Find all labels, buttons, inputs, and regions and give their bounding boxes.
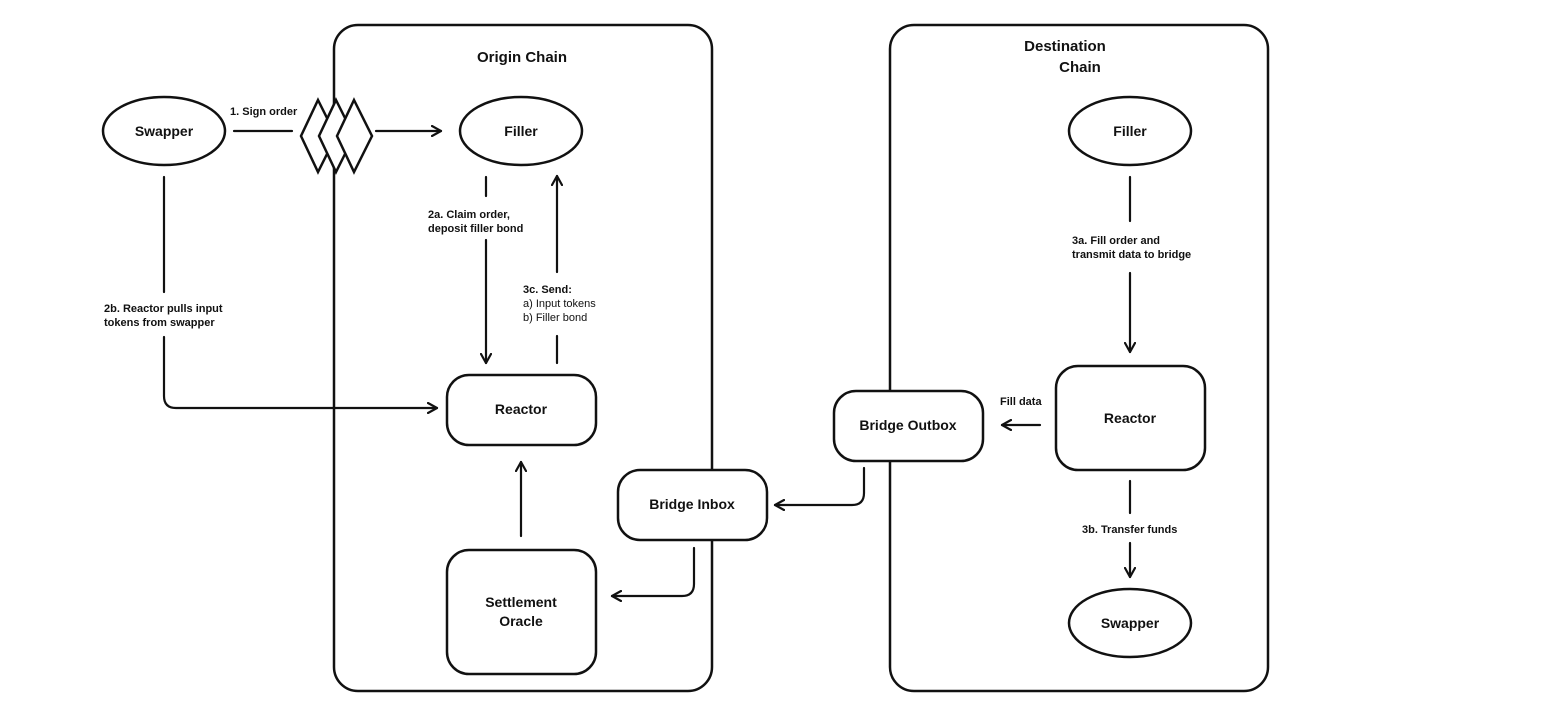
- edge-label-send-line2: b) Filler bond: [523, 312, 587, 324]
- origin-chain-title: Origin Chain: [477, 49, 567, 66]
- node-reactor-origin: Reactor: [445, 373, 598, 447]
- node-settlement-oracle: Settlement Oracle: [445, 548, 598, 676]
- edge-label-sign-order: 1. Sign order: [230, 106, 298, 118]
- node-reactor-origin-label: Reactor: [495, 401, 548, 417]
- edge-label-send-title: 3c. Send:: [523, 284, 572, 296]
- edge-label-reactor-pulls-line2: tokens from swapper: [104, 317, 215, 329]
- edge-inbox-to-oracle: [610, 546, 696, 596]
- edge-label-fill-data: Fill data: [1000, 396, 1042, 408]
- node-filler-origin-label: Filler: [504, 123, 538, 139]
- node-settlement-oracle-label-line2: Oracle: [499, 613, 543, 629]
- node-bridge-outbox: Bridge Outbox: [832, 389, 985, 463]
- destination-chain-container: [888, 23, 1270, 693]
- node-reactor-destination-label: Reactor: [1104, 410, 1157, 426]
- edge-label-claim-order-line2: deposit filler bond: [428, 223, 523, 235]
- edge-label-claim-order-line1: 2a. Claim order,: [428, 209, 510, 221]
- node-filler-origin: Filler: [458, 95, 584, 167]
- node-bridge-inbox: Bridge Inbox: [616, 468, 769, 542]
- node-filler-destination: Filler: [1067, 95, 1193, 167]
- destination-chain-title-line1: Destination: [1024, 38, 1106, 55]
- node-swapper-destination-label: Swapper: [1101, 615, 1160, 631]
- node-swapper-destination: Swapper: [1067, 587, 1193, 659]
- edge-label-reactor-pulls-line1: 2b. Reactor pulls input: [104, 303, 223, 315]
- edge-label-fill-order-line2: transmit data to bridge: [1072, 249, 1191, 261]
- node-swapper-origin-label: Swapper: [135, 123, 194, 139]
- edge-label-send-line1: a) Input tokens: [523, 298, 596, 310]
- edge-label-fill-order-line1: 3a. Fill order and: [1072, 235, 1160, 247]
- destination-chain-title-line2: Chain: [1059, 59, 1101, 76]
- node-swapper-origin: Swapper: [101, 95, 227, 167]
- signed-order-icon: [299, 97, 374, 175]
- edge-label-transfer-funds: 3b. Transfer funds: [1082, 524, 1177, 536]
- node-settlement-oracle-label-line1: Settlement: [485, 594, 557, 610]
- node-bridge-outbox-label: Bridge Outbox: [859, 417, 956, 433]
- node-reactor-destination: Reactor: [1054, 364, 1207, 472]
- node-filler-destination-label: Filler: [1113, 123, 1147, 139]
- edge-reactor-pulls-bottom: [162, 335, 439, 408]
- node-bridge-inbox-label: Bridge Inbox: [649, 496, 735, 512]
- origin-chain-container: [332, 23, 714, 693]
- edge-outbox-to-inbox: [773, 466, 866, 505]
